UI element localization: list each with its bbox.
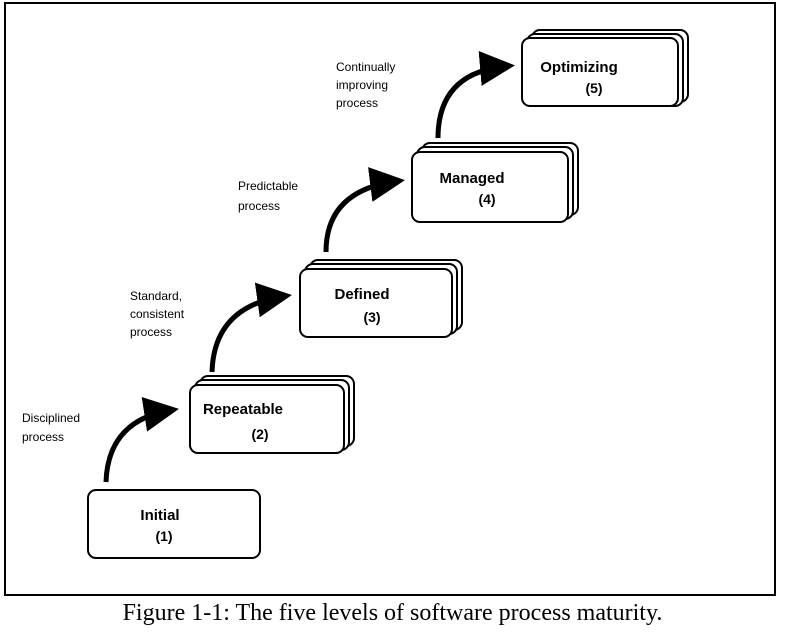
level-number: (4) xyxy=(478,191,495,207)
level-initial: Initial (1) xyxy=(87,489,261,559)
level-name: Initial xyxy=(140,507,179,524)
transition-label-line: process xyxy=(22,430,64,444)
transition-label-disciplined: Disciplined process xyxy=(22,411,83,444)
level-optimizing: Optimizing (5) xyxy=(521,29,689,107)
transition-label-line: process xyxy=(238,199,280,213)
transition-arrow xyxy=(435,50,515,139)
transition-label-line: process xyxy=(130,325,172,339)
transition-label-line: Continually xyxy=(336,60,395,74)
transition-label-standard: Standard, consistent process xyxy=(130,289,187,339)
transition-label-line: Disciplined xyxy=(22,411,80,425)
transition-label-line: improving xyxy=(336,78,388,92)
level-box xyxy=(189,384,345,454)
transition-label-line: process xyxy=(336,96,378,110)
level-defined: Defined (3) xyxy=(299,259,463,338)
transition-label-line: Predictable xyxy=(238,179,298,193)
transition-label-predictable: Predictable process xyxy=(238,179,301,213)
transition-label-line: consistent xyxy=(130,307,185,321)
level-box xyxy=(411,151,569,223)
level-name: Optimizing xyxy=(540,59,618,76)
transition-arrow xyxy=(209,282,292,373)
transition-label-line: Standard, xyxy=(130,289,182,303)
level-box xyxy=(521,37,679,107)
level-number: (2) xyxy=(251,426,268,442)
level-name: Repeatable xyxy=(203,401,283,418)
level-name: Managed xyxy=(439,170,504,187)
level-box xyxy=(87,489,261,559)
level-repeatable: Repeatable (2) xyxy=(189,375,355,454)
maturity-diagram: Initial (1) Repeatable (2) Defined (3) M… xyxy=(22,29,689,559)
level-number: (3) xyxy=(363,309,380,325)
level-managed: Managed (4) xyxy=(411,142,579,223)
level-number: (1) xyxy=(155,528,172,544)
figure-caption: Figure 1-1: The five levels of software … xyxy=(122,600,663,626)
transition-arrow xyxy=(323,167,405,253)
level-number: (5) xyxy=(585,80,602,96)
transition-arrow xyxy=(103,397,179,483)
level-name: Defined xyxy=(334,286,389,303)
transition-label-continually: Continually improving process xyxy=(336,60,399,110)
level-box xyxy=(299,268,453,338)
